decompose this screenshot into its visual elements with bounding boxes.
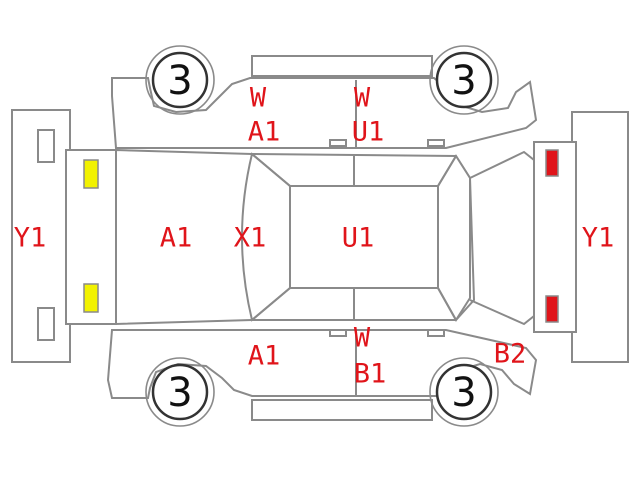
headlight-icon: [83, 159, 99, 189]
label-rear-quarter: B2: [494, 339, 527, 370]
front-bumper: [11, 109, 71, 363]
label-roof: U1: [342, 223, 375, 254]
car-body-top-view: [65, 148, 535, 326]
wheel-grade: 3: [167, 370, 192, 416]
wheel-grade: 3: [167, 58, 192, 104]
wheel-front-left: 3: [145, 45, 215, 115]
wheel-grade: 3: [451, 370, 476, 416]
top-side-panel: [111, 55, 538, 149]
label-windshield: X1: [234, 223, 267, 254]
taillight-icon: [545, 295, 559, 323]
label-top-pillar-w2: W: [354, 83, 371, 114]
label-bottom-fender: A1: [248, 341, 281, 372]
label-top-sill: U1: [352, 117, 385, 148]
bottom-side-panel: [106, 329, 538, 421]
wheel-rear-left: 3: [429, 45, 499, 115]
label-bottom-pillar: W: [354, 323, 371, 354]
label-hood: A1: [160, 223, 193, 254]
label-bottom-sill: B1: [354, 359, 387, 390]
wheel-rear-right: 3: [429, 357, 499, 427]
wheel-grade: 3: [451, 58, 476, 104]
label-front-bumper: Y1: [14, 223, 47, 254]
headlight-icon: [83, 283, 99, 313]
label-top-pillar-w1: W: [250, 83, 267, 114]
label-rear-bumper: Y1: [582, 223, 615, 254]
taillight-icon: [545, 149, 559, 177]
label-top-fender: A1: [248, 117, 281, 148]
wheel-front-right: 3: [145, 357, 215, 427]
